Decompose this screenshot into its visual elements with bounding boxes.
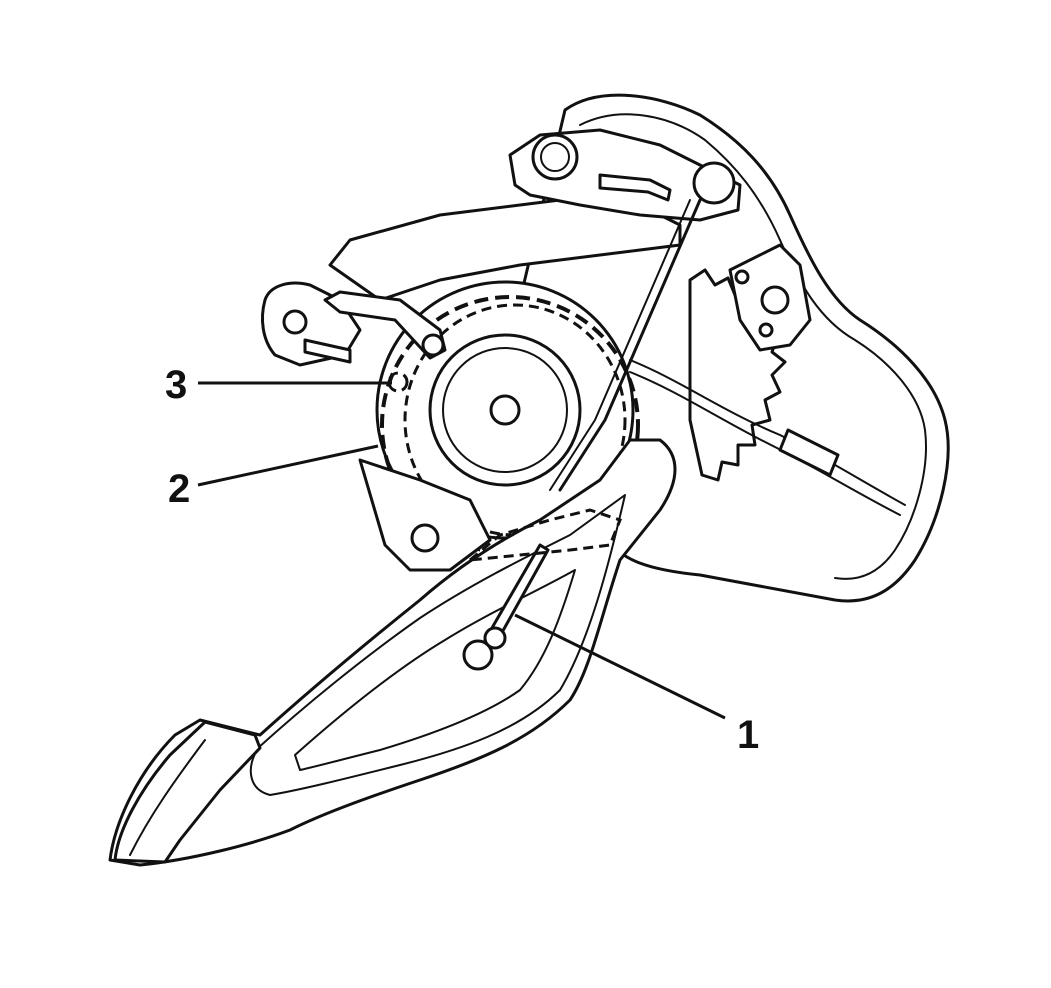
release-rod-collar — [483, 626, 507, 650]
hidden-clip-outline — [465, 508, 622, 562]
pedal-pad — [113, 720, 262, 864]
top-pivot-bolt-inner — [540, 142, 570, 172]
hub-drum-ring — [442, 347, 568, 473]
left-ear-hole — [282, 309, 308, 335]
leader-line-1 — [514, 613, 726, 720]
release-rod-knob — [462, 639, 494, 671]
upper-slot-guide — [323, 290, 447, 360]
pedal-arm-rib-outer — [249, 494, 626, 796]
pedal-pad-edge — [129, 739, 206, 856]
release-cable — [629, 359, 906, 506]
hub-center-bolt — [489, 394, 521, 426]
housing-inner-line — [579, 113, 927, 580]
callout-1: 1 — [737, 713, 759, 757]
cable-ferrule — [778, 428, 840, 477]
callout-3: 3 — [165, 363, 187, 407]
actuating-rod — [558, 198, 702, 492]
leader-line-2 — [197, 444, 379, 487]
callout-2: 2 — [168, 467, 190, 511]
release-cable-lower — [629, 371, 901, 516]
bracket-hole-small-a — [734, 269, 750, 285]
pedal-arm-rib-inner — [294, 569, 576, 771]
upper-plate — [328, 193, 682, 302]
top-right-bushing — [692, 161, 736, 205]
top-arm-slot — [598, 173, 672, 202]
bracket-hole-large — [760, 285, 790, 315]
actuating-rod-edge — [549, 199, 691, 491]
left-ear-slot — [303, 338, 352, 364]
upper-slot-pin — [421, 333, 445, 357]
lower-plate-hole — [410, 523, 440, 553]
top-pivot-bolt — [531, 133, 579, 181]
bracket-hole-small-b — [758, 322, 774, 338]
lower-plate — [358, 458, 492, 572]
hidden-lock-tab — [387, 371, 409, 393]
